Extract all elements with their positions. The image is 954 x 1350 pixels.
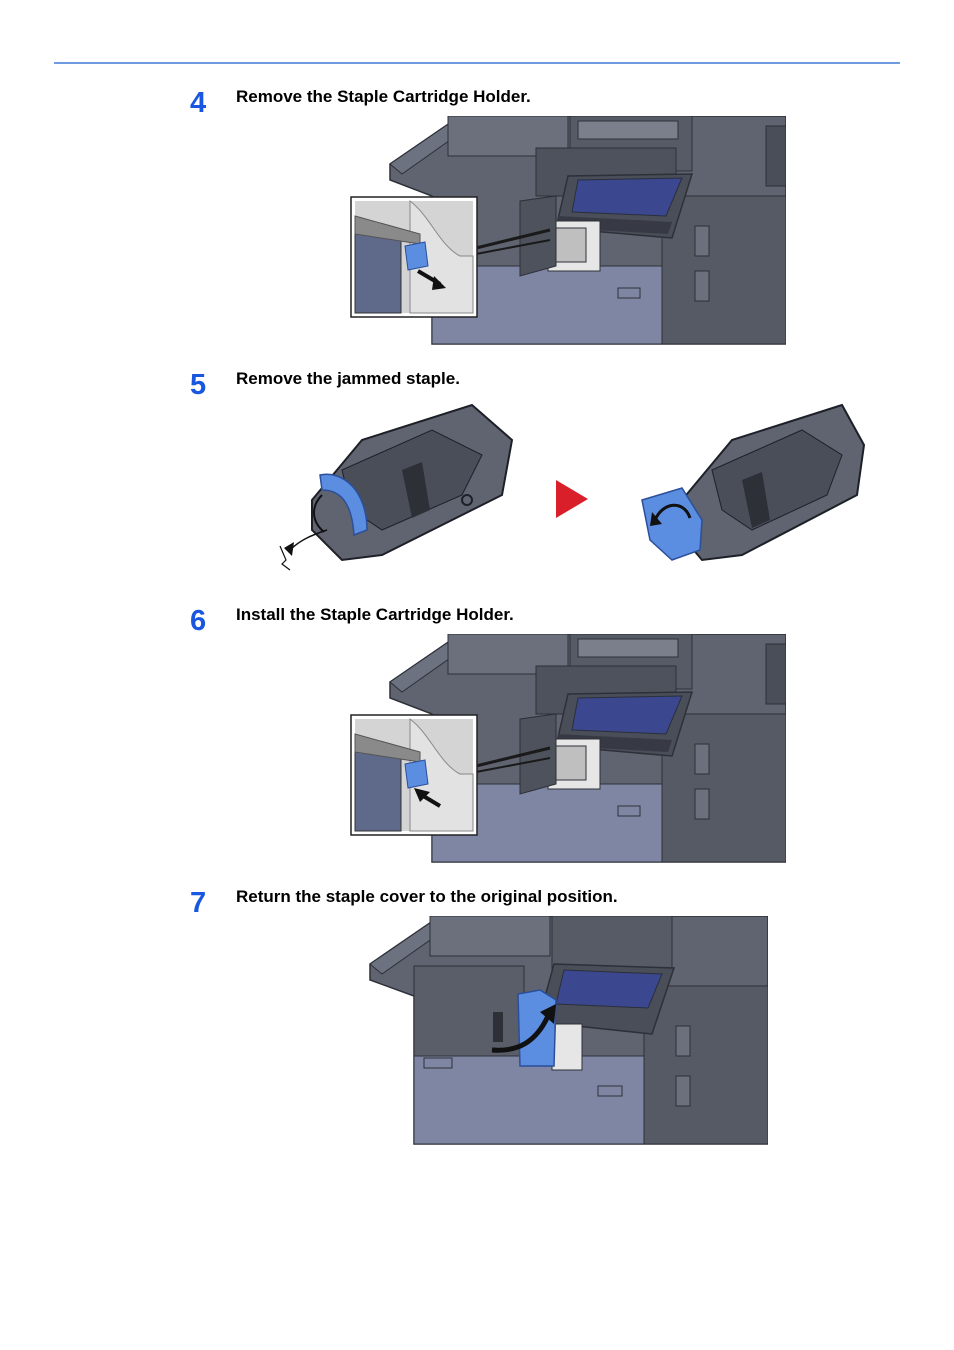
operation-panel xyxy=(537,963,676,1035)
staple-unit-after xyxy=(641,403,866,562)
next-arrow-icon xyxy=(556,480,588,518)
step-4-illustration xyxy=(350,116,786,345)
step-7-title: Return the staple cover to the original … xyxy=(236,887,618,906)
step-5-title: Remove the jammed staple. xyxy=(236,369,460,388)
step-7-number: 7 xyxy=(190,887,207,919)
step-4-number: 4 xyxy=(190,87,207,119)
header-rule xyxy=(54,62,900,64)
staple-compartment xyxy=(519,195,601,277)
step-4-title: Remove the Staple Cartridge Holder. xyxy=(236,87,531,106)
step-7-illustration xyxy=(369,916,768,1145)
step-6-number: 6 xyxy=(190,605,207,637)
staple-cover xyxy=(517,989,557,1067)
detail-inset xyxy=(350,714,478,836)
step-5-illustration xyxy=(279,403,866,571)
detail-inset xyxy=(350,196,478,318)
step-6-title: Install the Staple Cartridge Holder. xyxy=(236,605,514,624)
staple-compartment xyxy=(519,713,601,795)
step-5-number: 5 xyxy=(190,369,207,401)
step-6-illustration xyxy=(350,634,786,863)
staple-unit-before xyxy=(279,403,514,571)
